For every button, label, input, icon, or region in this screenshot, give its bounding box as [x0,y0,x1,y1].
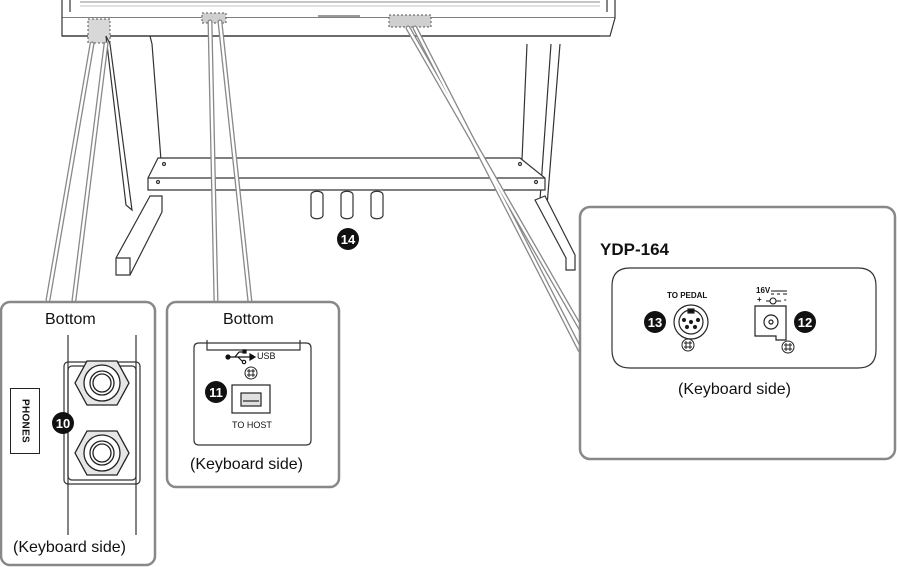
phones-jack-2 [74,430,130,476]
to-host-label: TO HOST [232,420,272,430]
usb-panel-caption: (Keyboard side) [190,456,303,473]
pedal-din-socket [673,304,709,340]
callout-number-14: 14 [337,228,359,250]
connector-hatches [87,12,432,44]
phones-label-box: PHONES [10,388,40,454]
callout-number-13: 13 [644,311,666,333]
callout-number-12: 12 [794,311,816,333]
dc-in-socket [754,305,787,341]
keyboard-body [61,0,616,37]
dc-polarity-icon [766,290,787,305]
rear-panel-caption: (Keyboard side) [678,381,791,398]
phones-panel-caption: (Keyboard side) [13,539,126,556]
usb-plate [193,340,312,446]
usb-symbol-icon [225,349,257,365]
callout-number-10: 10 [52,412,74,434]
usb-port [231,384,271,414]
phones-label: PHONES [19,398,31,444]
dc-polarity-label: + - [757,295,797,304]
usb-label: USB [257,351,276,361]
usb-screw-icon [244,366,258,380]
dc-voltage-label: 16V [756,286,771,295]
pedals [310,190,384,220]
callout-number-11: 11 [205,381,227,403]
phones-panel-title: Bottom [45,311,96,328]
pedal-screw-icon [681,338,695,352]
stand [105,35,576,276]
callout-lines-inner [46,20,587,352]
model-name: YDP-164 [600,240,669,259]
rear-jack-plate [611,267,877,369]
to-pedal-label: TO PEDAL [667,291,708,300]
dc-screw-icon [781,340,795,354]
usb-panel-title: Bottom [223,311,274,328]
phones-jack-1 [74,360,130,406]
